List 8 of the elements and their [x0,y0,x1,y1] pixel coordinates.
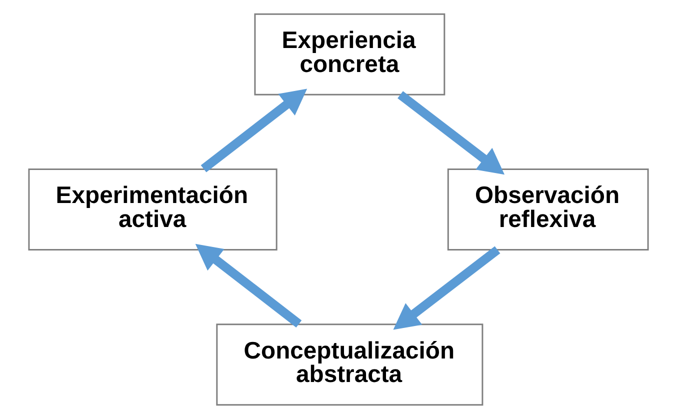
node-box: Conceptualización abstracta [216,324,484,406]
node-box: Experimentación activa [28,168,278,251]
node-box: Observación reflexiva [447,168,649,251]
arrow [200,88,308,172]
node-box: Experiencia concreta [254,13,446,96]
arrow [393,246,500,330]
arrow [195,244,302,328]
arrow [398,91,505,175]
